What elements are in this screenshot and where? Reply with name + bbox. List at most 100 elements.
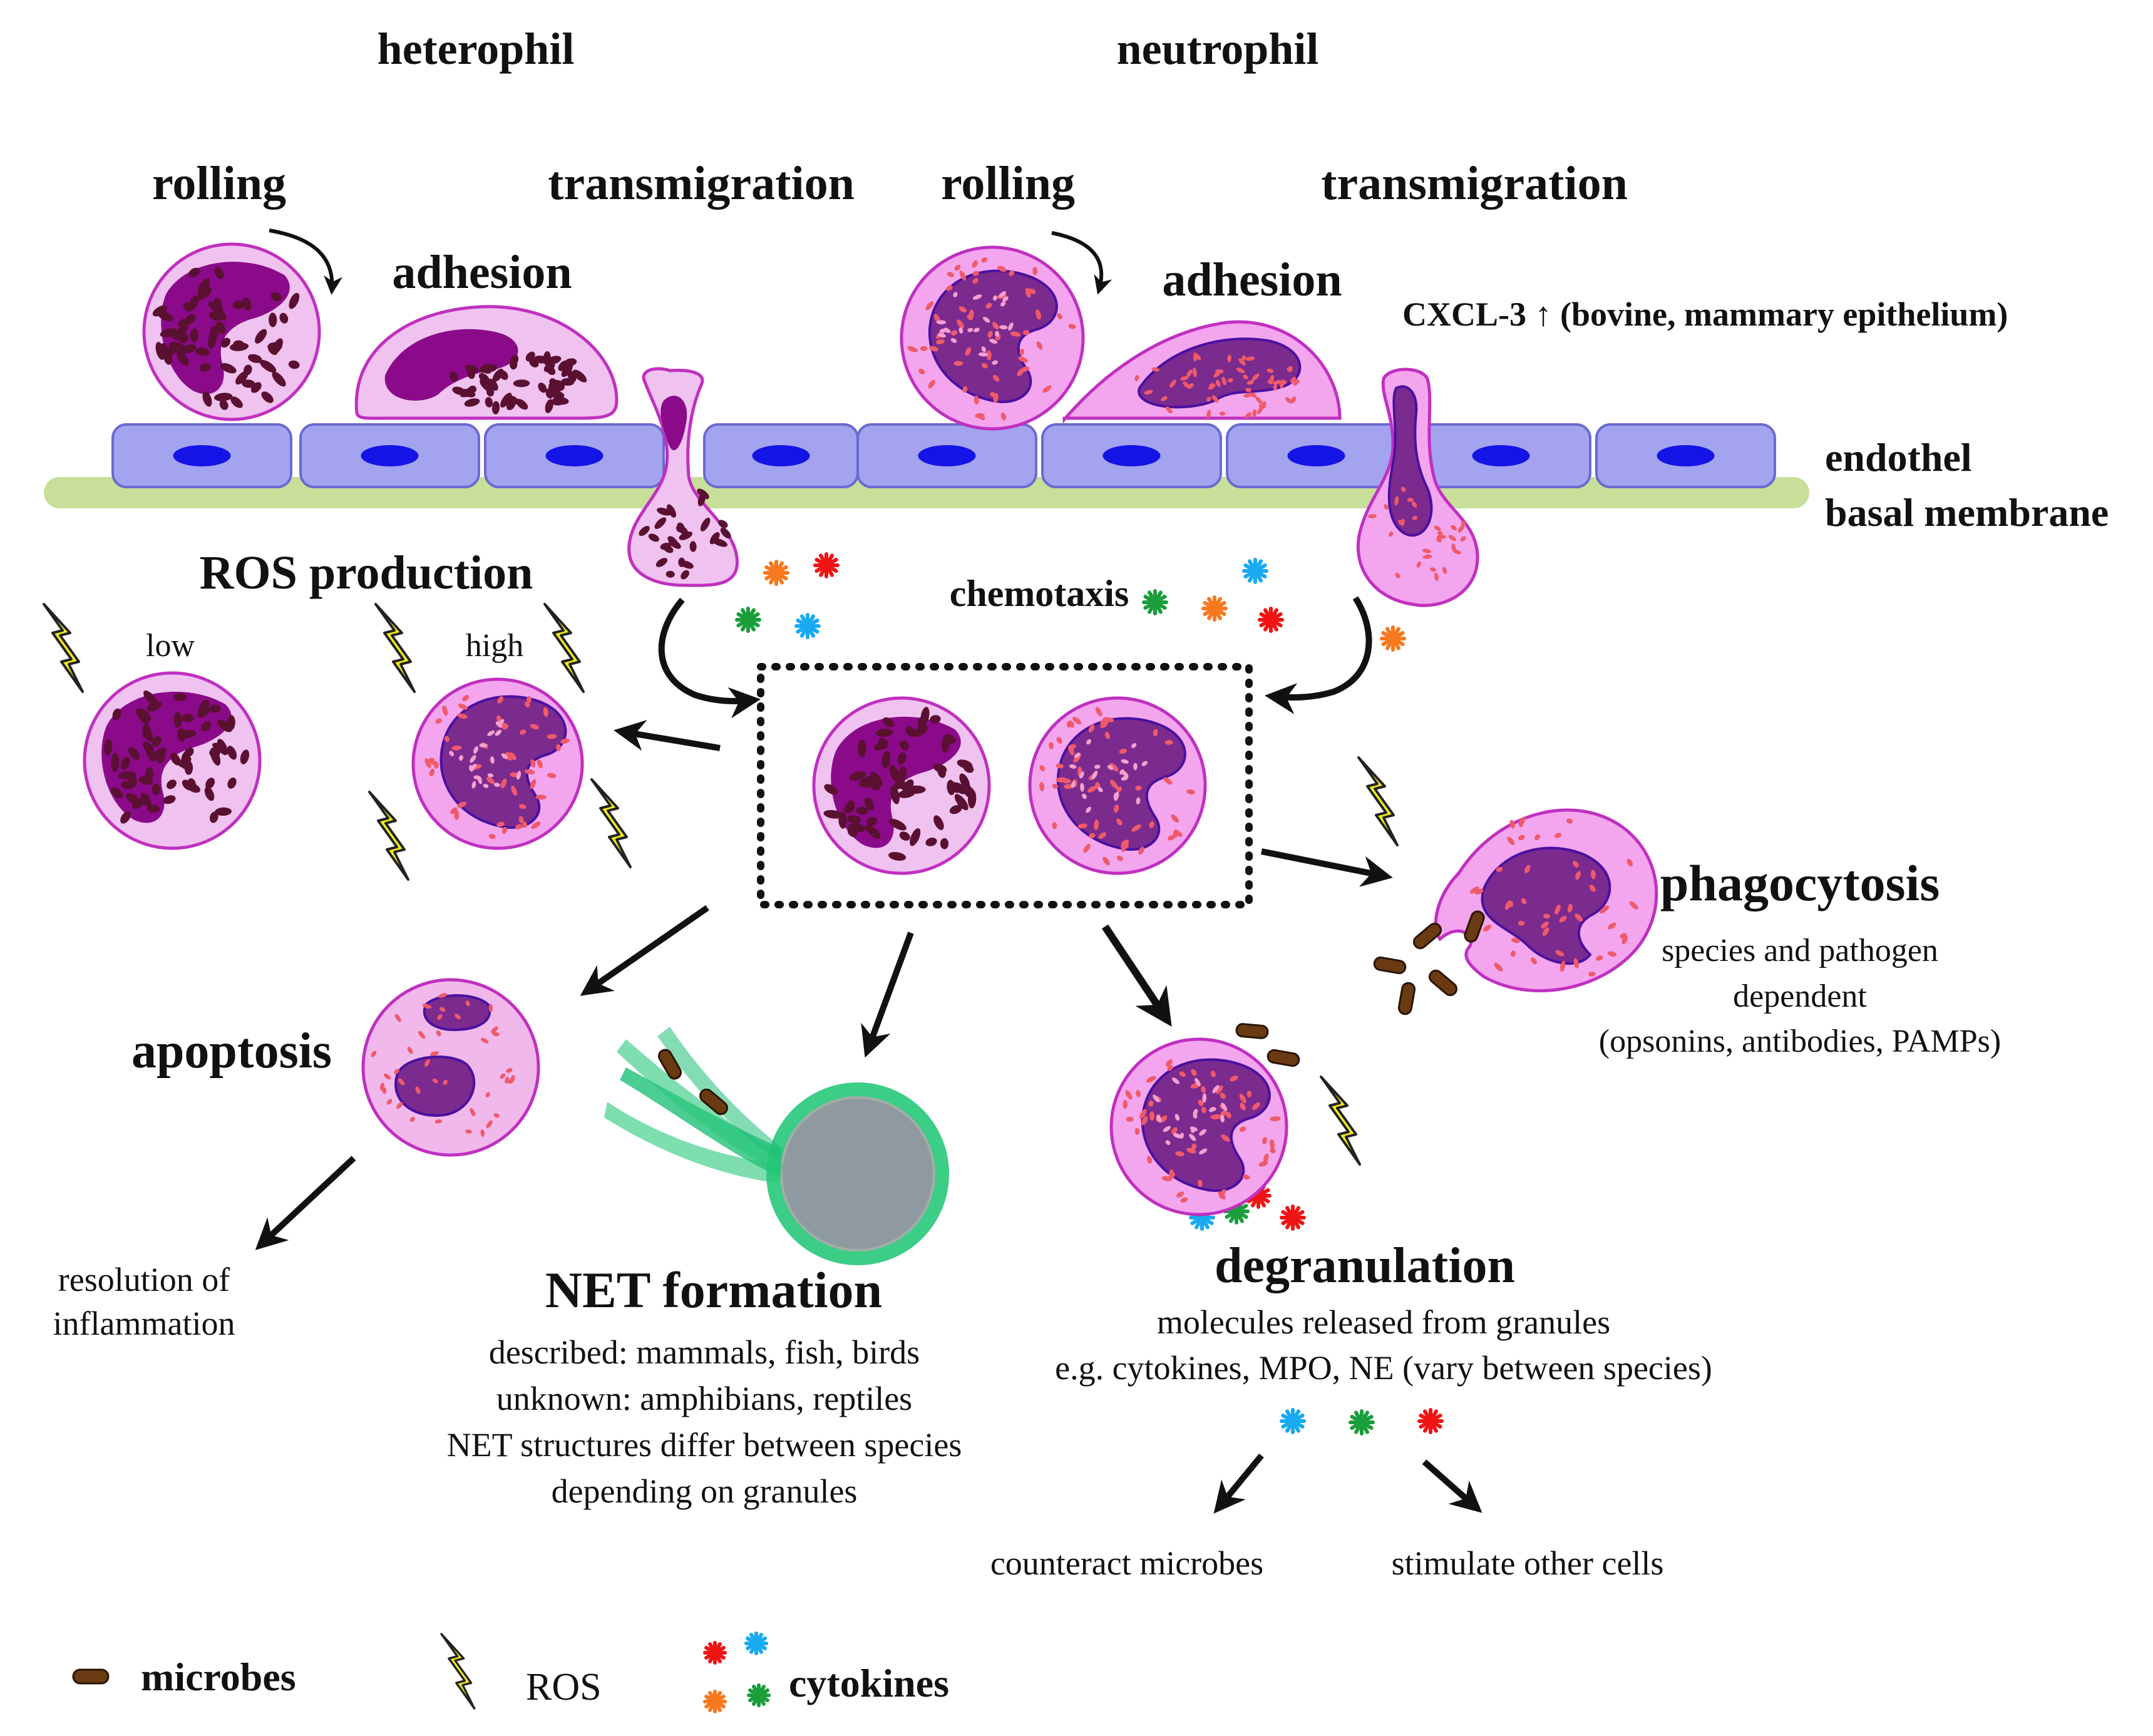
ros-high-nuclear-spots (449, 719, 522, 789)
endothelial-cell (299, 423, 480, 488)
net-line-3: NET structures differ between species (447, 1426, 962, 1464)
cytokine-icon (813, 552, 840, 578)
cytokine-icon (1258, 607, 1284, 633)
legend-microbe-icon (72, 1668, 110, 1685)
endothelial-cell (1226, 423, 1407, 488)
cytokine-icon (1349, 1409, 1375, 1436)
boxed-heterophil-cell (812, 696, 991, 875)
arrow-to-net (861, 932, 914, 1058)
outcome-counteract-microbes: counteract microbes (990, 1544, 1263, 1582)
endothelial-cell (703, 423, 859, 488)
ros-low-label: low (146, 628, 195, 664)
neutrophil-transmigrating-red-granules (1368, 486, 1466, 582)
cytokine-icon (1380, 625, 1406, 652)
heading-neutrophil: neutrophil (1117, 24, 1319, 74)
heterophil-adhesion-granules (450, 351, 587, 414)
cytokine-icon (1280, 1408, 1306, 1434)
neutrophil-rolling-red-granules (907, 257, 1076, 421)
endothelial-nucleus (545, 445, 604, 466)
rolling-arrow-heterophil (269, 229, 343, 295)
endothelial-nucleus (1287, 445, 1345, 466)
ros-bolt-icon (1320, 1076, 1361, 1166)
neutrophil-rolling-cell (900, 245, 1085, 431)
net-line-4: depending on granules (552, 1472, 858, 1510)
apoptotic-cell (361, 978, 540, 1157)
cytokine-icon (735, 607, 761, 633)
phagocytosis-line-2: dependent (1733, 978, 1867, 1014)
boxed-heterophil-granules (823, 707, 977, 861)
label-transmigration-heterophil: transmigration (548, 157, 855, 210)
ros-bolt-icon (374, 603, 416, 693)
heterophil-granules (152, 267, 300, 410)
ros-bolt-icons (43, 603, 1399, 1710)
phagocytosis-line-3: (opsonins, antibodies, PAMPs) (1599, 1024, 2001, 1059)
arrow-to-phagocytosis (1261, 848, 1393, 887)
neutrophil-adhesion-cell (1062, 320, 1342, 424)
apoptosis-title: apoptosis (131, 1024, 332, 1079)
label-adhesion-neutrophil: adhesion (1162, 254, 1342, 306)
legend-ros-label: ROS (526, 1666, 602, 1708)
net-microbe-icons (658, 1049, 728, 1116)
apoptosis-red-granules (371, 993, 515, 1137)
endothelial-nucleus (173, 445, 231, 466)
legend-cytokines-label: cytokines (789, 1661, 949, 1705)
label-rolling-neutrophil: rolling (941, 157, 1075, 210)
legend-cytokine-icon (744, 1631, 768, 1655)
endothelial-cell (856, 423, 1037, 488)
cytokine-icon (1242, 558, 1268, 584)
heterophil-transmigrating-granules (639, 488, 731, 580)
endothelial-nucleus (752, 445, 810, 466)
activated-cells-box (757, 663, 1253, 908)
ros-high-label: high (466, 628, 523, 664)
ros-low-granules (104, 690, 250, 824)
cytokine-icon (1280, 1204, 1306, 1231)
heterophil-transmigrating-cell (627, 367, 739, 587)
label-transmigration-neutrophil: transmigration (1321, 157, 1628, 210)
arrow-to-counteract (1213, 1453, 1264, 1514)
phagocytosis-line-1: species and pathogen (1662, 933, 1938, 968)
endothelial-cell (484, 423, 665, 488)
cxcl3-note: CXCL-3 ↑ (bovine, mammary epithelium) (1402, 295, 2008, 333)
label-basal-membrane: basal membrane (1825, 490, 2109, 535)
endothelial-nucleus (1472, 445, 1530, 466)
label-rolling-heterophil: rolling (152, 157, 286, 210)
degranulation-line-1: molecules released from granules (1157, 1303, 1610, 1341)
endothelial-nucleus (361, 445, 419, 466)
endothelial-cell (1595, 423, 1776, 488)
net-formation-title: NET formation (545, 1261, 882, 1318)
resolution-line-1: resolution of (58, 1261, 230, 1298)
neutrophil-transmigrating-cell (1356, 367, 1479, 607)
phagocytosis-title: phagocytosis (1660, 855, 1940, 912)
cytokine-icon (1201, 595, 1228, 622)
legend-cytokine-icon (703, 1641, 727, 1665)
endothelial-cell (111, 423, 292, 488)
legend: microbes ROS cytokines (72, 1655, 949, 1708)
arrow-to-resolution (255, 1156, 356, 1250)
endothelium (111, 423, 1776, 488)
legend-ros-bolt-icon (440, 1633, 476, 1710)
phagocytosing-neutrophil-cell (1434, 808, 1658, 992)
ros-bolt-icon (1357, 756, 1399, 846)
label-adhesion-heterophil: adhesion (392, 246, 572, 299)
endothelial-cell (1041, 423, 1222, 488)
ros-bolt-icon (543, 603, 585, 693)
ros-low-heterophil-cell (83, 671, 262, 850)
ros-high-red-granules (424, 695, 570, 840)
cytokine-icon (1223, 1198, 1250, 1225)
resolution-line-2: inflammation (53, 1305, 235, 1342)
outcome-stimulate-other-cells: stimulate other cells (1392, 1544, 1664, 1582)
ros-high-neutrophil-cell (411, 677, 584, 850)
legend-cytokine-icon (703, 1690, 727, 1713)
degranulation-title: degranulation (1215, 1238, 1515, 1293)
cytokine-icon (1417, 1408, 1444, 1434)
arrow-to-degranulation (1102, 924, 1172, 1027)
rolling-arrow-neutrophil (1051, 231, 1112, 295)
chemotaxis-arrow-left (658, 597, 761, 719)
phagocytosis-microbe-icons (1373, 910, 1485, 1015)
net-forming-cell (604, 1027, 949, 1265)
boxed-neutrophil-nuclear-spots (1069, 739, 1148, 813)
arrow-to-stimulate (1422, 1459, 1482, 1513)
ros-bolt-icon (590, 778, 632, 868)
arrow-to-apoptosis (580, 905, 709, 996)
